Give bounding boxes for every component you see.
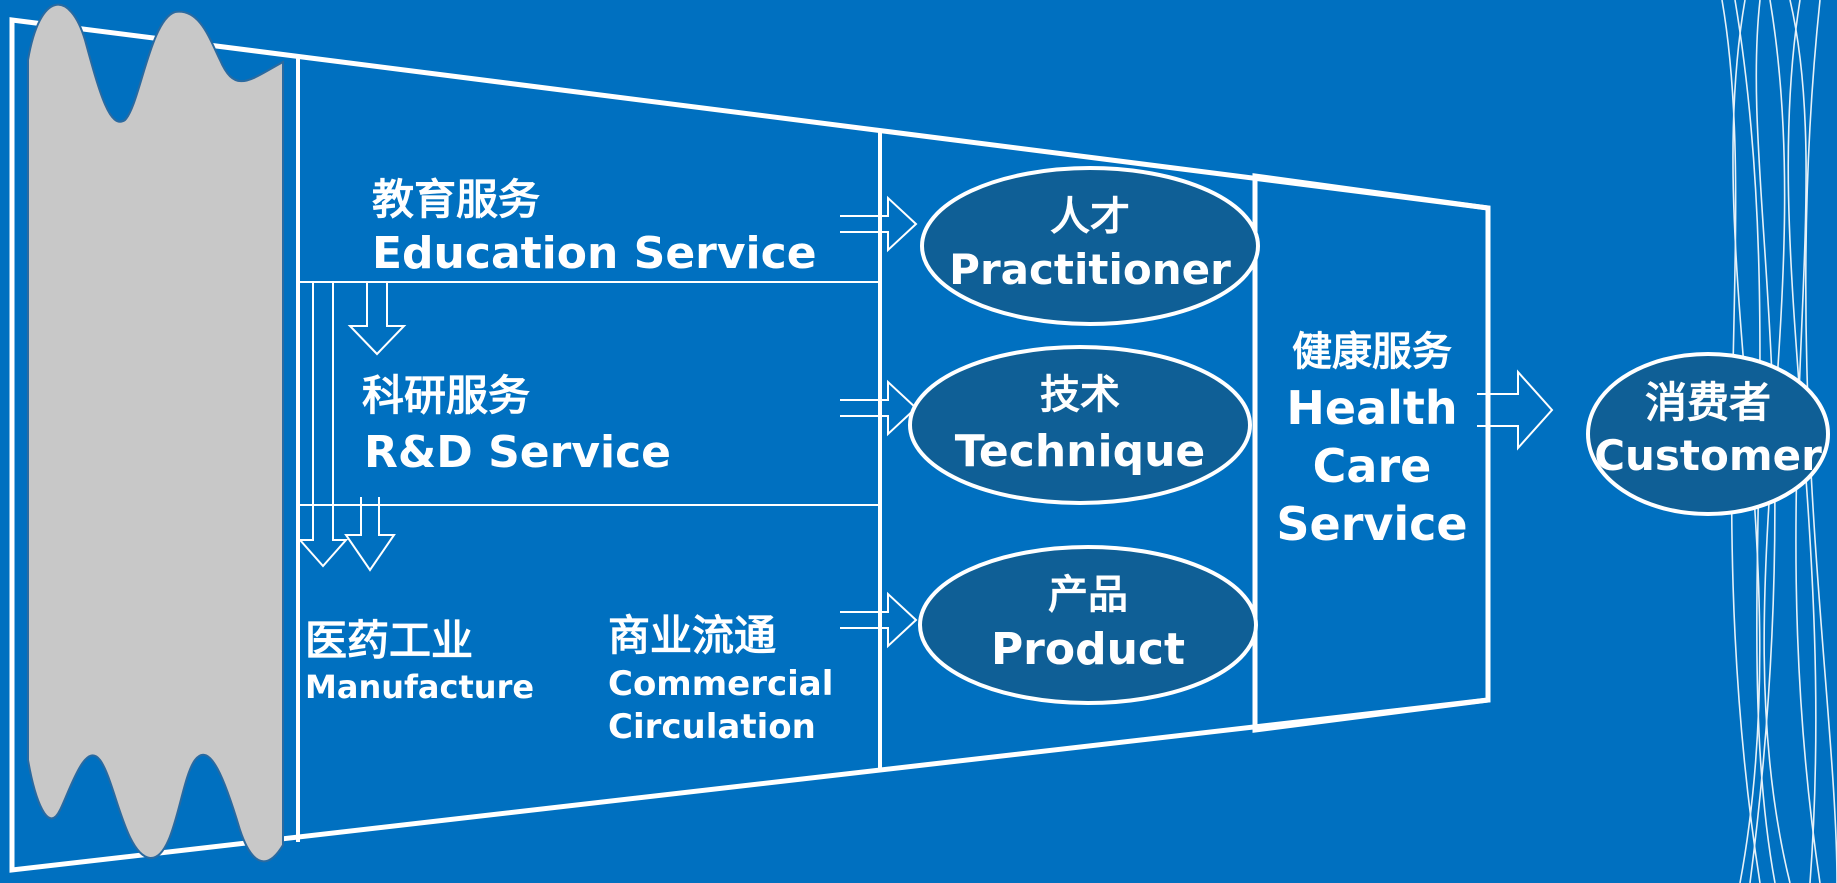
- customer-zh: 消费者: [1645, 378, 1771, 427]
- practitioner-en: Practitioner: [949, 245, 1231, 294]
- manufacture-zh: 医药工业: [305, 616, 473, 665]
- education-zh: 教育服务: [372, 175, 540, 224]
- health-care-box: [1252, 173, 1491, 733]
- health-zh: 健康服务: [1292, 329, 1452, 375]
- technique-zh: 技术: [1040, 372, 1120, 418]
- health-en-2: Care: [1313, 439, 1432, 493]
- commercial-en-1: Commercial: [608, 664, 833, 704]
- commercial-zh: 商业流通: [608, 611, 776, 660]
- practitioner-zh: 人才: [1050, 194, 1130, 240]
- health-en-1: Health: [1286, 381, 1457, 435]
- rnd-en: R&D Service: [364, 427, 671, 478]
- customer-en: Customer: [1594, 431, 1822, 480]
- wavy-panel: [27, 3, 284, 863]
- technique-ellipse: [908, 345, 1252, 505]
- product-ellipse: [918, 545, 1258, 705]
- commercial-en-2: Circulation: [608, 707, 816, 747]
- technique-en: Technique: [955, 426, 1206, 477]
- health-en-3: Service: [1276, 497, 1467, 551]
- product-en: Product: [991, 624, 1185, 675]
- manufacture-en: Manufacture: [305, 668, 534, 706]
- customer-ellipse: [1586, 352, 1830, 516]
- education-en: Education Service: [372, 228, 817, 279]
- rnd-zh: 科研服务: [362, 371, 530, 420]
- product-zh: 产品: [1048, 572, 1128, 618]
- practitioner-ellipse: [920, 166, 1260, 326]
- down-arrows: [297, 282, 407, 572]
